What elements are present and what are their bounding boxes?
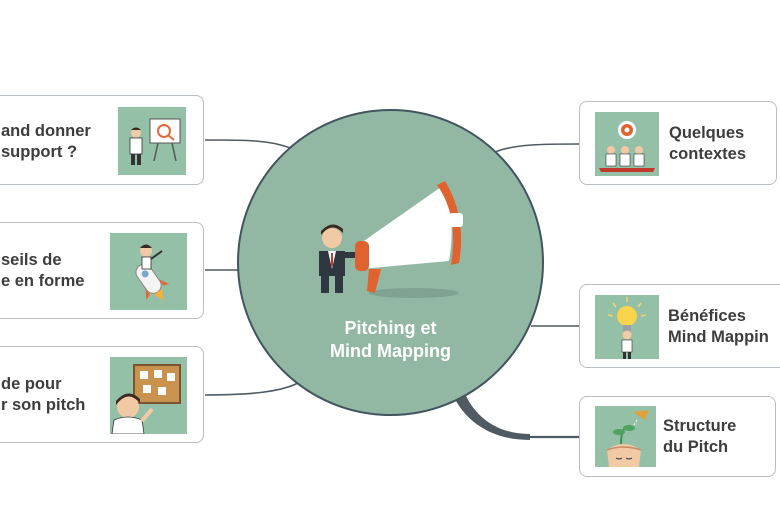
node-structure-du-pitch[interactable]: Structure du Pitch bbox=[579, 396, 776, 477]
board-man-icon bbox=[110, 357, 187, 434]
node-conseils-mise-en-forme[interactable]: seils de e en forme bbox=[0, 222, 204, 319]
node-aide-pour-pitch[interactable]: de pour r son pitch bbox=[0, 346, 204, 443]
connector-aide bbox=[204, 382, 299, 396]
node-label: de pour r son pitch bbox=[1, 375, 86, 414]
node-label: Bénéfices Mind Mappin bbox=[668, 307, 769, 346]
presentation-board-man-icon bbox=[118, 107, 186, 175]
lightbulb-man-icon bbox=[595, 295, 659, 359]
node-quelques-contextes[interactable]: Quelques contextes bbox=[579, 101, 777, 185]
node-benefices-mind-mapping[interactable]: Bénéfices Mind Mappin bbox=[579, 284, 780, 368]
node-label: Structure du Pitch bbox=[663, 417, 737, 456]
target-team-icon bbox=[595, 112, 659, 176]
central-topic[interactable]: Pitching et Mind Mapping bbox=[237, 109, 544, 416]
node-quand-donner-support[interactable]: and donner support ? bbox=[0, 95, 204, 185]
connector-structure-wedge bbox=[456, 396, 530, 440]
central-topic-title: Pitching et Mind Mapping bbox=[330, 318, 451, 361]
node-label: Quelques contextes bbox=[669, 124, 747, 163]
rocket-man-icon bbox=[110, 233, 187, 310]
node-label: seils de e en forme bbox=[1, 251, 85, 290]
megaphone-man-icon bbox=[319, 181, 463, 298]
connector-contextes bbox=[494, 143, 580, 153]
connector-quand-support bbox=[204, 139, 291, 149]
growing-plant-head-icon bbox=[595, 406, 656, 467]
node-label: and donner support ? bbox=[1, 122, 91, 161]
